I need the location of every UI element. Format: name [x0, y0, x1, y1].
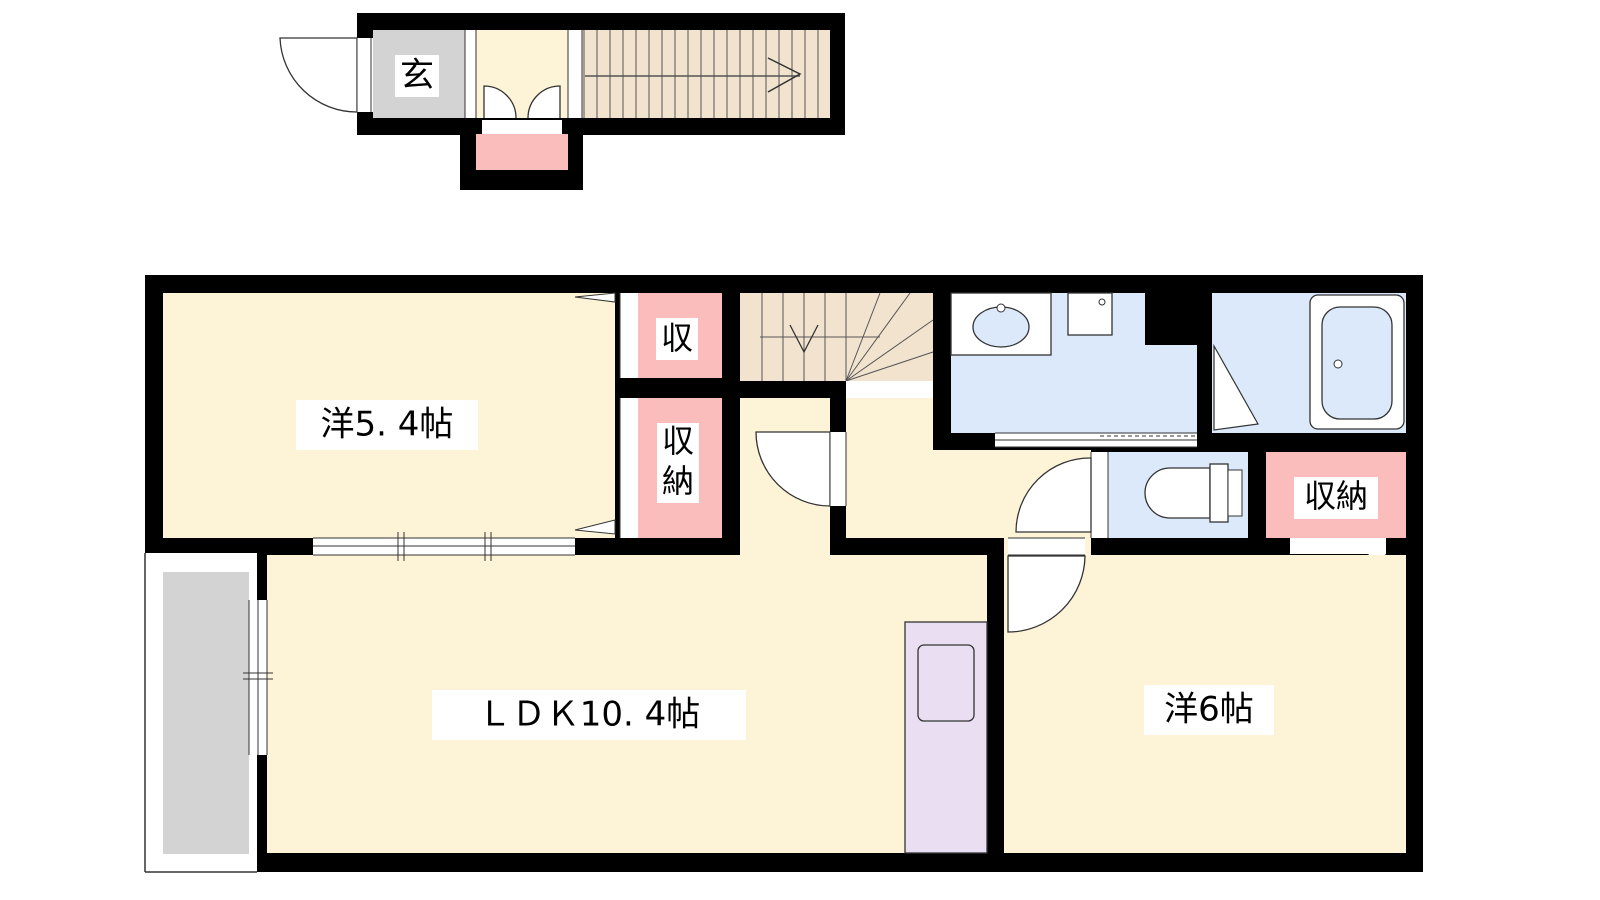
- storage-right-label: 収納: [1304, 477, 1368, 515]
- entrance-block: 玄: [279, 13, 845, 190]
- western-b-label: 洋6帖: [1164, 690, 1254, 730]
- hallway-under-stairs: [846, 381, 933, 398]
- room-b-door: [1007, 555, 1086, 633]
- ldk-label: ＬＤＫ10. 4帖: [478, 695, 701, 735]
- entrance-door: [279, 37, 358, 113]
- toilet-door: [1015, 457, 1092, 533]
- closet-small-label-bg: [656, 318, 698, 360]
- shoe-storage-frame: [482, 120, 562, 134]
- storage-right-label-bg: [1294, 477, 1378, 519]
- genkan-label-bg: [395, 55, 439, 97]
- balcony: [163, 572, 249, 854]
- main-stairs-lines: [760, 292, 934, 382]
- closet-door-left: [483, 85, 517, 119]
- washroom-wall-fill: [1197, 345, 1212, 433]
- western-a-label: 洋5. 4帖: [321, 405, 454, 445]
- ldk-label-bg: [432, 690, 746, 740]
- closet-tall-label-1: 収: [662, 422, 694, 460]
- entrance-door-gap: [357, 38, 373, 112]
- bath-door: [1213, 343, 1259, 431]
- genkan-label: 玄: [400, 56, 434, 96]
- hall-door: [755, 431, 831, 507]
- main-floor: 収 収 納 収納 洋5. 4帖 ＬＤＫ10. 4帖 洋6帖: [144, 275, 1423, 873]
- entrance-stairs-lines: [582, 30, 830, 118]
- main-stairs-arrow: [789, 324, 819, 354]
- toilet-tank: [1209, 463, 1229, 523]
- closet-tall-label-bg: [657, 423, 699, 503]
- wall-block: [1145, 293, 1212, 345]
- closet-tall-label-2: 納: [662, 462, 694, 500]
- sink-bowl: [972, 306, 1030, 348]
- bathtub-inner: [1321, 306, 1393, 420]
- kitchen-sink: [917, 644, 975, 722]
- shoe-storage: [476, 134, 568, 170]
- western-a-label-bg: [296, 400, 478, 450]
- stairs-arrow: [767, 57, 802, 93]
- toilet-bowl: [1144, 467, 1211, 519]
- washer-pan: [1067, 292, 1113, 336]
- closet-small-label: 収: [661, 319, 693, 357]
- sink-drain: [996, 303, 1006, 313]
- western-b-label-bg: [1144, 685, 1274, 735]
- closet-door-right: [527, 85, 561, 119]
